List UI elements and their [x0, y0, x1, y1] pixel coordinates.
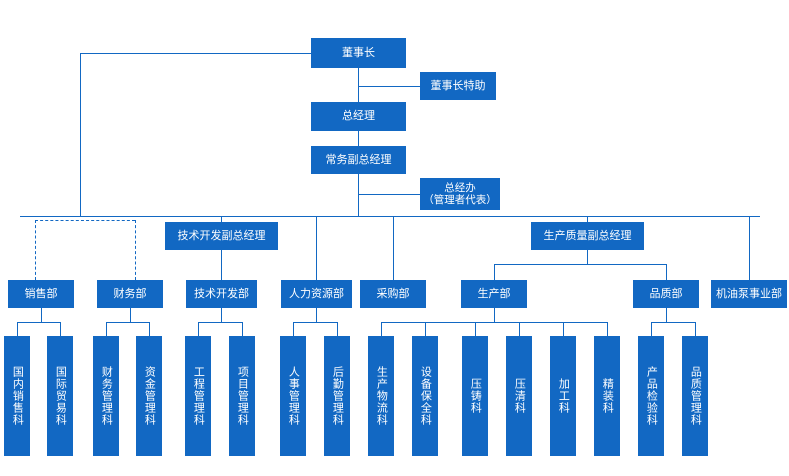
node-purchasing-dept[interactable]: 采购部: [360, 280, 426, 308]
node-intl-trade[interactable]: 国际贸易科: [47, 336, 73, 456]
connector: [293, 322, 294, 336]
connector: [358, 194, 420, 195]
node-equipment-maint[interactable]: 设备保全科: [412, 336, 438, 456]
connector: [381, 322, 382, 336]
connector-dashed: [35, 220, 135, 221]
node-exec-deputy-gm[interactable]: 常务副总经理: [311, 146, 406, 174]
connector: [221, 250, 222, 280]
node-gm-office[interactable]: 总经办 （管理者代表）: [420, 178, 500, 210]
connector: [198, 322, 199, 336]
connector: [651, 322, 652, 336]
connector: [666, 264, 667, 280]
connector: [358, 86, 420, 87]
node-finishing[interactable]: 精装科: [594, 336, 620, 456]
node-project-mgmt[interactable]: 项目管理科: [229, 336, 255, 456]
node-logistics-mgmt[interactable]: 后勤管理科: [324, 336, 350, 456]
node-finance-mgmt[interactable]: 财务管理科: [93, 336, 119, 456]
node-chairman[interactable]: 董事长: [311, 38, 406, 68]
connector: [316, 308, 317, 322]
connector: [20, 216, 760, 217]
connector: [198, 322, 242, 323]
connector-dashed: [35, 220, 36, 280]
connector: [106, 322, 149, 323]
node-tech-dev-dept[interactable]: 技术开发部: [186, 280, 257, 308]
connector: [41, 308, 42, 322]
node-prod-quality-deputy-gm[interactable]: 生产质量副总经理: [531, 222, 644, 250]
connector: [293, 322, 337, 323]
node-clearing[interactable]: 压清科: [506, 336, 532, 456]
node-funds-mgmt[interactable]: 资金管理科: [136, 336, 162, 456]
connector: [60, 322, 61, 336]
node-chairman-assistant[interactable]: 董事长特助: [420, 72, 496, 100]
connector: [358, 86, 359, 102]
node-hr-dept[interactable]: 人力资源部: [281, 280, 352, 308]
node-product-inspection[interactable]: 产品检验科: [638, 336, 664, 456]
connector: [666, 308, 667, 322]
connector: [17, 322, 60, 323]
connector: [80, 53, 81, 216]
connector: [393, 216, 394, 280]
connector: [381, 322, 607, 323]
connector: [130, 308, 131, 322]
connector: [695, 322, 696, 336]
node-engineering-mgmt[interactable]: 工程管理科: [185, 336, 211, 456]
connector: [80, 53, 311, 54]
node-sales-dept[interactable]: 销售部: [8, 280, 74, 308]
connector: [358, 174, 359, 194]
node-production-dept[interactable]: 生产部: [461, 280, 527, 308]
connector: [106, 322, 107, 336]
connector: [563, 322, 564, 336]
connector: [749, 216, 750, 280]
connector: [358, 68, 359, 86]
connector: [149, 322, 150, 336]
node-personnel-mgmt[interactable]: 人事管理科: [280, 336, 306, 456]
connector: [221, 216, 222, 222]
connector: [651, 322, 695, 323]
connector-dashed: [135, 220, 136, 280]
connector: [337, 322, 338, 336]
connector: [425, 322, 426, 336]
connector: [587, 216, 588, 222]
connector: [358, 131, 359, 146]
node-general-manager[interactable]: 总经理: [311, 102, 406, 131]
connector: [519, 322, 520, 336]
node-oil-pump-division[interactable]: 机油泵事业部: [711, 280, 787, 308]
node-machining[interactable]: 加工科: [550, 336, 576, 456]
connector: [242, 322, 243, 336]
node-tech-dev-deputy-gm[interactable]: 技术开发副总经理: [165, 222, 278, 250]
connector: [17, 322, 18, 336]
connector: [221, 308, 222, 322]
connector: [607, 322, 608, 336]
connector: [587, 250, 588, 264]
node-prod-logistics[interactable]: 生产物流科: [368, 336, 394, 456]
connector: [475, 322, 476, 336]
connector: [494, 264, 666, 265]
node-die-casting[interactable]: 压铸科: [462, 336, 488, 456]
connector: [494, 308, 495, 322]
connector: [358, 194, 359, 216]
connector: [316, 216, 317, 280]
node-quality-dept[interactable]: 品质部: [633, 280, 699, 308]
node-domestic-sales[interactable]: 国内销售科: [4, 336, 30, 456]
node-finance-dept[interactable]: 财务部: [97, 280, 163, 308]
connector: [494, 264, 495, 280]
node-quality-mgmt[interactable]: 品质管理科: [682, 336, 708, 456]
